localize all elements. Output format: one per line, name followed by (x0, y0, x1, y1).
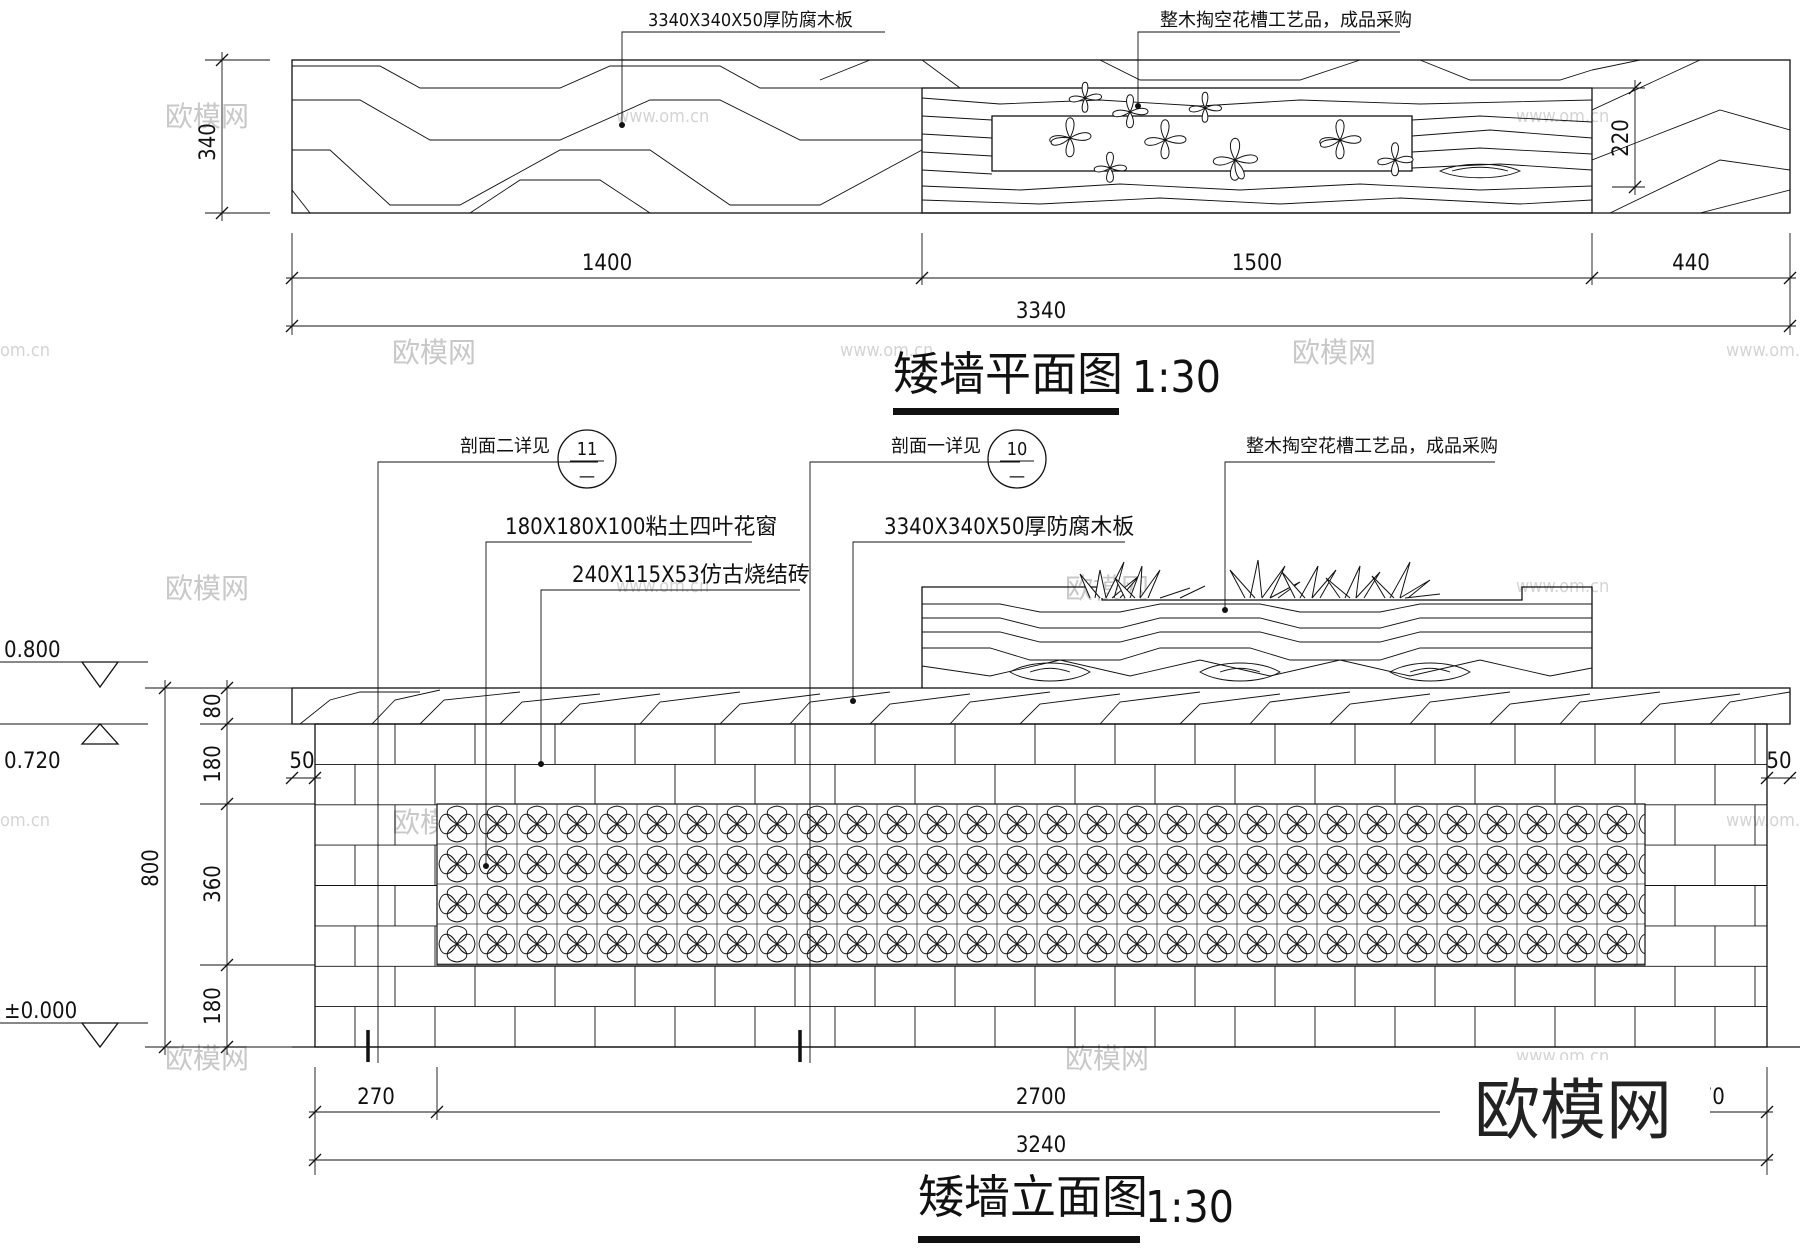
window-leader (485, 541, 752, 866)
watermark-url: www.om.cn (616, 106, 709, 127)
watermark-url: www.om.cn (840, 340, 933, 361)
plan-view: 3340X340X50厚防腐木板 整木掏空花槽工艺品，成品采购 340 220 … (196, 10, 1797, 415)
dim-extension (291, 233, 1791, 335)
elev-window-height-dim: 360 (201, 865, 226, 903)
elev-plant-succulents (1079, 559, 1441, 599)
elev-planter-outline (921, 586, 1593, 688)
plan-planter-outline (921, 87, 1593, 214)
plan-board-outline (291, 59, 1791, 214)
level-ground: ±0.000 (4, 999, 77, 1024)
dim-line (164, 680, 228, 1055)
brand-backdrop (1440, 1060, 1710, 1155)
level-triangle (80, 1022, 120, 1049)
watermark-text: 欧模网 (165, 572, 249, 605)
dim-line (205, 52, 270, 221)
watermark-url: www.om.cn (616, 576, 709, 597)
elev-right-offset-dim: 50 (1766, 749, 1791, 774)
plan-seg2-dim: 1500 (1232, 251, 1282, 276)
section1-detail-number: 10 (1007, 439, 1028, 460)
leader-dot (619, 122, 625, 128)
brick-leader (540, 589, 800, 764)
leader-dot (1222, 607, 1228, 613)
watermark-text: 欧模网 (165, 1042, 249, 1075)
plan-planter-grain (922, 97, 1592, 205)
level-top: 0.800 (4, 638, 61, 663)
section2-detail-number: 11 (577, 439, 598, 460)
section2-leader (377, 461, 598, 1063)
elev-left-offset-dim: 50 (289, 749, 314, 774)
elevation-title-underline (918, 1236, 1140, 1243)
section1-leader (809, 461, 1020, 1063)
plan-planter-leader (1137, 31, 1400, 106)
dim-tick (285, 271, 1797, 285)
elev-upper-height-dim: 180 (201, 745, 226, 783)
section2-detail-sheet: — (579, 466, 595, 487)
plan-planter-depth-dim: 220 (1609, 119, 1634, 157)
watermark-text: 欧模网 (392, 336, 476, 369)
dim-tick (158, 681, 234, 1054)
leader-dot (850, 698, 856, 704)
window-note: 180X180X100粘土四叶花窗 (505, 515, 777, 540)
plan-grain-top-strip (921, 59, 1593, 89)
dim-line (1592, 80, 1645, 195)
watermark-url: www.om.cn (1726, 340, 1800, 361)
elev-total-height-dim: 800 (139, 849, 164, 887)
dim-tick (285, 771, 1797, 785)
watermark-text: 欧模网 (1292, 336, 1376, 369)
plan-total-dim: 3340 (1016, 299, 1066, 324)
plan-plant-succulents (1049, 81, 1414, 183)
section1-detail-bubble (987, 429, 1047, 489)
dim-extension (314, 1067, 1768, 1175)
elev-cap-height-dim: 80 (201, 693, 226, 718)
plan-seg3-dim: 440 (1672, 251, 1710, 276)
leader-dot (1135, 103, 1141, 109)
elev-lower-height-dim: 180 (201, 987, 226, 1025)
elev-board-note: 3340X340X50厚防腐木板 (884, 515, 1134, 540)
watermark-url: om.cn (0, 340, 50, 361)
plan-depth-dim: 340 (196, 123, 221, 161)
elevation-title: 矮墙立面图 (918, 1170, 1148, 1224)
level-triangle (80, 723, 120, 745)
plan-planter-note: 整木掏空花槽工艺品，成品采购 (1160, 10, 1412, 31)
plan-board-note: 3340X340X50厚防腐木板 (648, 10, 853, 31)
section2-note: 剖面二详见 (460, 436, 550, 457)
elev-board-leader (852, 541, 1125, 701)
elev-total-width-dim: 3240 (1016, 1133, 1066, 1158)
watermark-url: om.cn (0, 810, 50, 831)
brick-note: 240X115X53仿古烧结砖 (572, 563, 810, 588)
plan-seg1-dim: 1400 (582, 251, 632, 276)
section2-detail-bubble (557, 429, 617, 489)
dim-tick (308, 1105, 1774, 1119)
plan-title: 矮墙平面图 (893, 347, 1123, 401)
elev-quatrefoil-window-panel (436, 803, 1646, 966)
watermark-text: 欧模网 (165, 100, 249, 133)
leader-dot (538, 761, 544, 767)
elev-board-grain (299, 689, 1790, 724)
elev-left-width-dim: 270 (357, 1085, 395, 1110)
plan-title-underline (893, 408, 1119, 415)
dim-tick (1628, 81, 1642, 194)
level-triangle (80, 661, 120, 689)
elev-planter-note: 整木掏空花槽工艺品，成品采购 (1246, 436, 1498, 457)
plan-scale: 1:30 (1132, 352, 1221, 403)
brand-logo-text: 欧模网 (1474, 1072, 1672, 1149)
watermark-url: www.om.cn (1726, 810, 1800, 831)
section1-detail-sheet: — (1009, 466, 1025, 487)
section1-note: 剖面一详见 (891, 436, 981, 457)
dim-extension (145, 687, 315, 1048)
plan-board-leader (621, 31, 885, 125)
leader-dot (483, 863, 489, 869)
elevation-scale: 1:30 (1145, 1182, 1234, 1233)
watermark-url: www.om.cn (1516, 106, 1609, 127)
level-cap: 0.720 (4, 749, 61, 774)
plan-wood-grain-left (292, 60, 922, 213)
elevation-view: 剖面二详见 11 — 剖面一详见 10 — 整木掏空花槽工艺品，成品采购 180… (0, 429, 1800, 1243)
dim-tick (285, 319, 1797, 333)
dim-tick (215, 53, 229, 220)
elev-planter-grain (922, 603, 1592, 682)
dim-tick (308, 1153, 1774, 1167)
elev-planter-leader (1224, 461, 1495, 610)
elev-middle-width-dim: 2700 (1016, 1085, 1066, 1110)
